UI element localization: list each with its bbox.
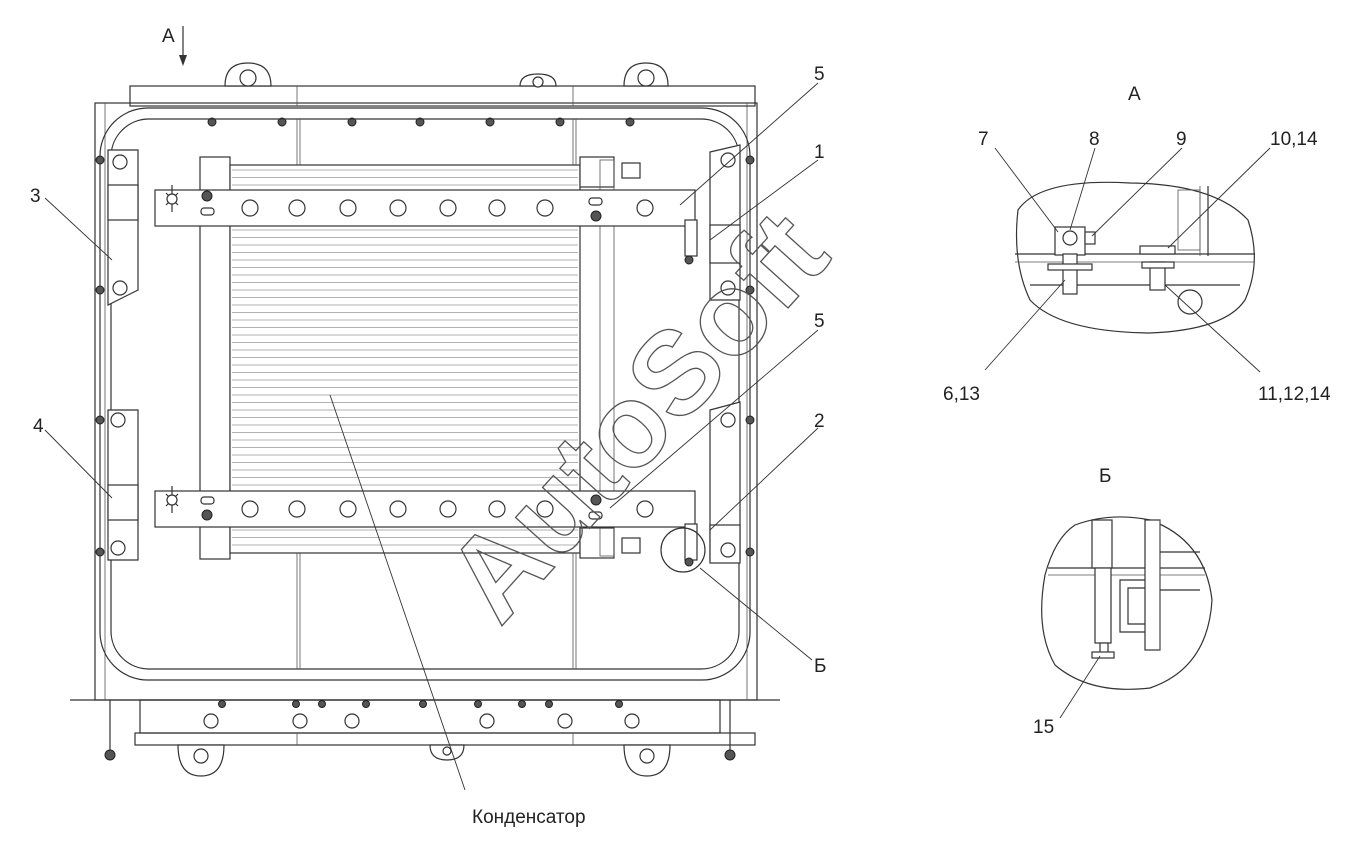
detail-b: Б 15 [1033, 466, 1213, 738]
callout-5-top: 5 [814, 64, 825, 85]
detail-b-title: Б [1099, 466, 1111, 487]
callout-1: 1 [814, 142, 825, 163]
view-a-arrowhead [179, 55, 187, 66]
lower-mounting-rail [154, 486, 698, 567]
bottom-panel [104, 699, 756, 761]
top-bolt-row [207, 117, 635, 127]
detail-a-callout-8: 8 [1089, 129, 1100, 150]
gasket-outer [99, 107, 751, 681]
callout-5-mid: 5 [814, 311, 825, 332]
callout-b: Б [814, 656, 826, 677]
detail-b-callout-15: 15 [1033, 717, 1054, 738]
left-bracket-4 [107, 409, 139, 561]
callout-4: 4 [33, 416, 44, 437]
detail-a-callout-9: 9 [1176, 129, 1187, 150]
left-bracket-3 [107, 149, 139, 306]
detail-a-callout-11-12-14: 11,12,14 [1258, 384, 1331, 405]
top-lifting-lugs [224, 62, 669, 88]
top-panel [129, 85, 756, 107]
callout-3: 3 [30, 186, 41, 207]
detail-a: А 7 8 9 10,14 6,13 11,12,14 [943, 84, 1331, 405]
gasket-inner [110, 118, 740, 670]
callout-2: 2 [814, 411, 825, 432]
detail-a-title: А [1128, 84, 1141, 105]
condenser-caption: Конденсатор [472, 807, 586, 828]
right-bracket-1 [709, 144, 741, 301]
view-a-label: А [162, 26, 175, 47]
main-leaders [44, 82, 819, 791]
right-bracket-2 [709, 401, 755, 564]
detail-a-outline [1015, 181, 1255, 334]
upper-mounting-rail [154, 185, 698, 265]
detail-a-callout-7: 7 [978, 129, 989, 150]
bottom-lifting-lugs [177, 744, 671, 777]
detail-b-outline [1041, 516, 1213, 690]
condenser-core [199, 156, 641, 560]
main-view: А 5 1 3 5 4 2 Б Конденсатор [30, 26, 826, 828]
detail-b-marker [660, 527, 706, 573]
detail-a-callout-10-14: 10,14 [1270, 129, 1318, 150]
detail-a-callout-6-13: 6,13 [943, 384, 980, 405]
